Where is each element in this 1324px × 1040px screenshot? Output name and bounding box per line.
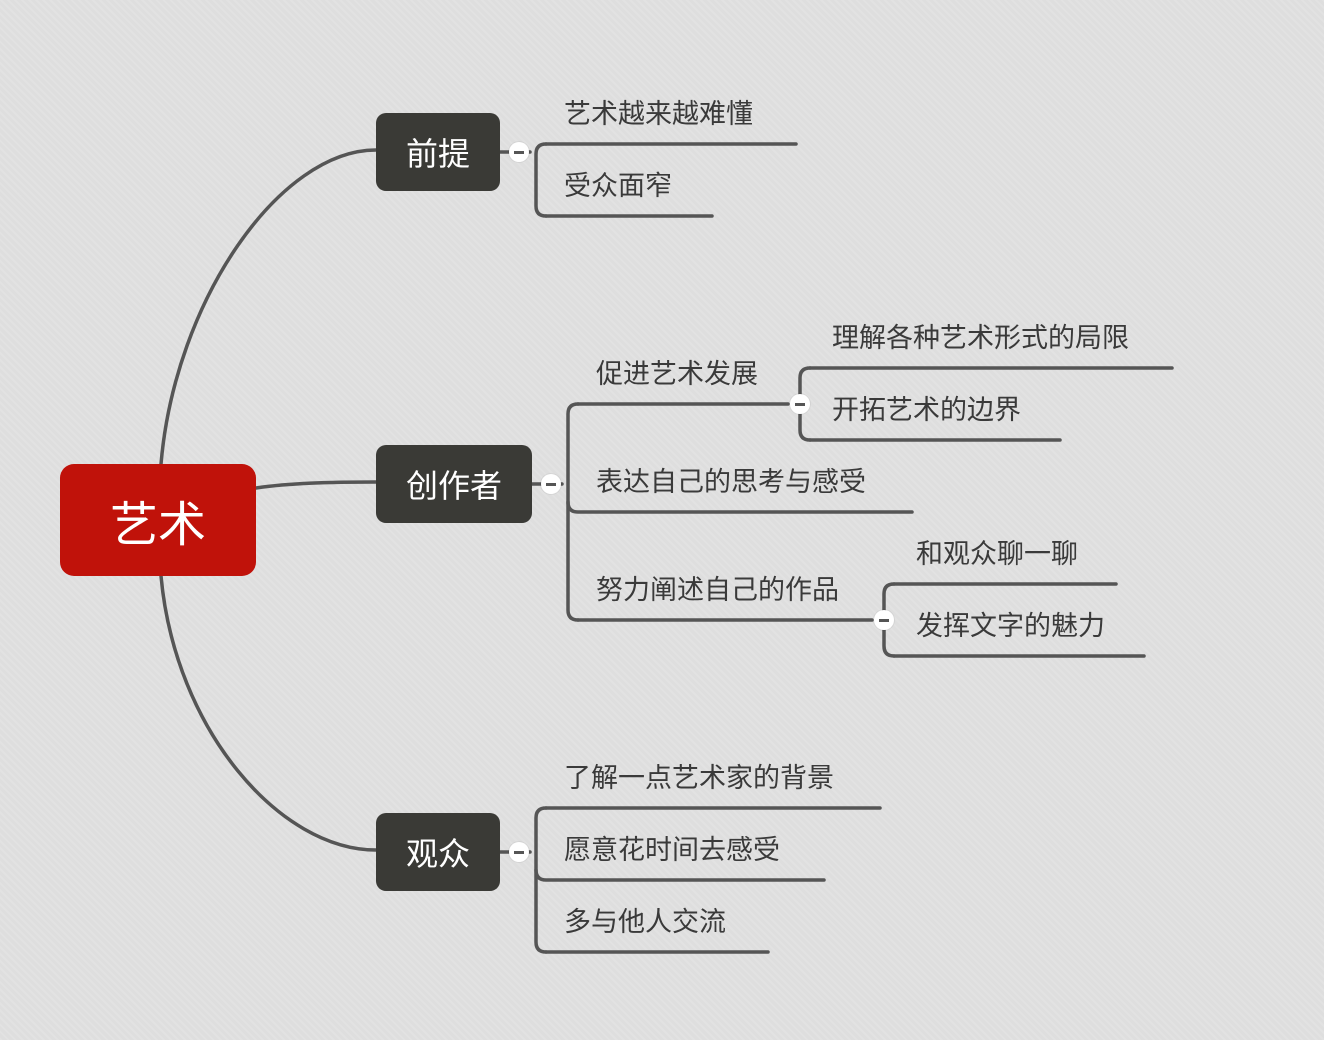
connector-premise-bracket — [534, 142, 548, 218]
leaf-communicate-others[interactable]: 多与他人交流 — [564, 907, 726, 938]
connector-audience-bracket — [534, 806, 548, 954]
subtopic-explain-works[interactable]: 努力阐述自己的作品 — [596, 575, 839, 606]
topic-premise[interactable]: 前提 — [376, 113, 500, 191]
collapse-minus-icon[interactable] — [541, 474, 561, 494]
leaf-expand-boundaries[interactable]: 开拓艺术的边界 — [832, 395, 1021, 426]
topic-audience[interactable]: 观众 — [376, 813, 500, 891]
collapse-minus-icon[interactable] — [509, 842, 529, 862]
collapse-minus-icon[interactable] — [790, 394, 810, 414]
root-topic-label: 艺术 — [109, 497, 206, 553]
root-topic[interactable]: 艺术 — [60, 464, 256, 576]
connector-root-premise — [159, 148, 378, 466]
leaf-artist-background[interactable]: 了解一点艺术家的背景 — [564, 763, 834, 794]
leaf-express-thoughts[interactable]: 表达自己的思考与感受 — [596, 467, 866, 498]
topic-creator[interactable]: 创作者 — [376, 445, 532, 523]
leaf-understand-limits[interactable]: 理解各种艺术形式的局限 — [832, 323, 1129, 354]
connector-creator-bracket — [566, 402, 580, 622]
leaf-power-of-words[interactable]: 发挥文字的魅力 — [916, 611, 1105, 642]
underline-creator-2 — [566, 500, 914, 514]
underline-audience-2 — [534, 868, 826, 882]
connector-root-audience — [159, 574, 378, 852]
leaf-spend-time[interactable]: 愿意花时间去感受 — [564, 835, 780, 866]
leaf-premise-2[interactable]: 受众面窄 — [564, 171, 672, 202]
collapse-minus-icon[interactable] — [874, 610, 894, 630]
topic-audience-label: 观众 — [405, 835, 470, 873]
connector-root-creator — [254, 480, 378, 490]
collapse-minus-icon[interactable] — [509, 142, 529, 162]
leaf-chat-with-audience[interactable]: 和观众聊一聊 — [916, 539, 1078, 570]
topic-premise-label: 前提 — [405, 135, 470, 173]
topic-creator-label: 创作者 — [405, 467, 502, 505]
leaf-premise-1[interactable]: 艺术越来越难懂 — [564, 99, 753, 130]
subtopic-promote-art[interactable]: 促进艺术发展 — [596, 359, 758, 390]
